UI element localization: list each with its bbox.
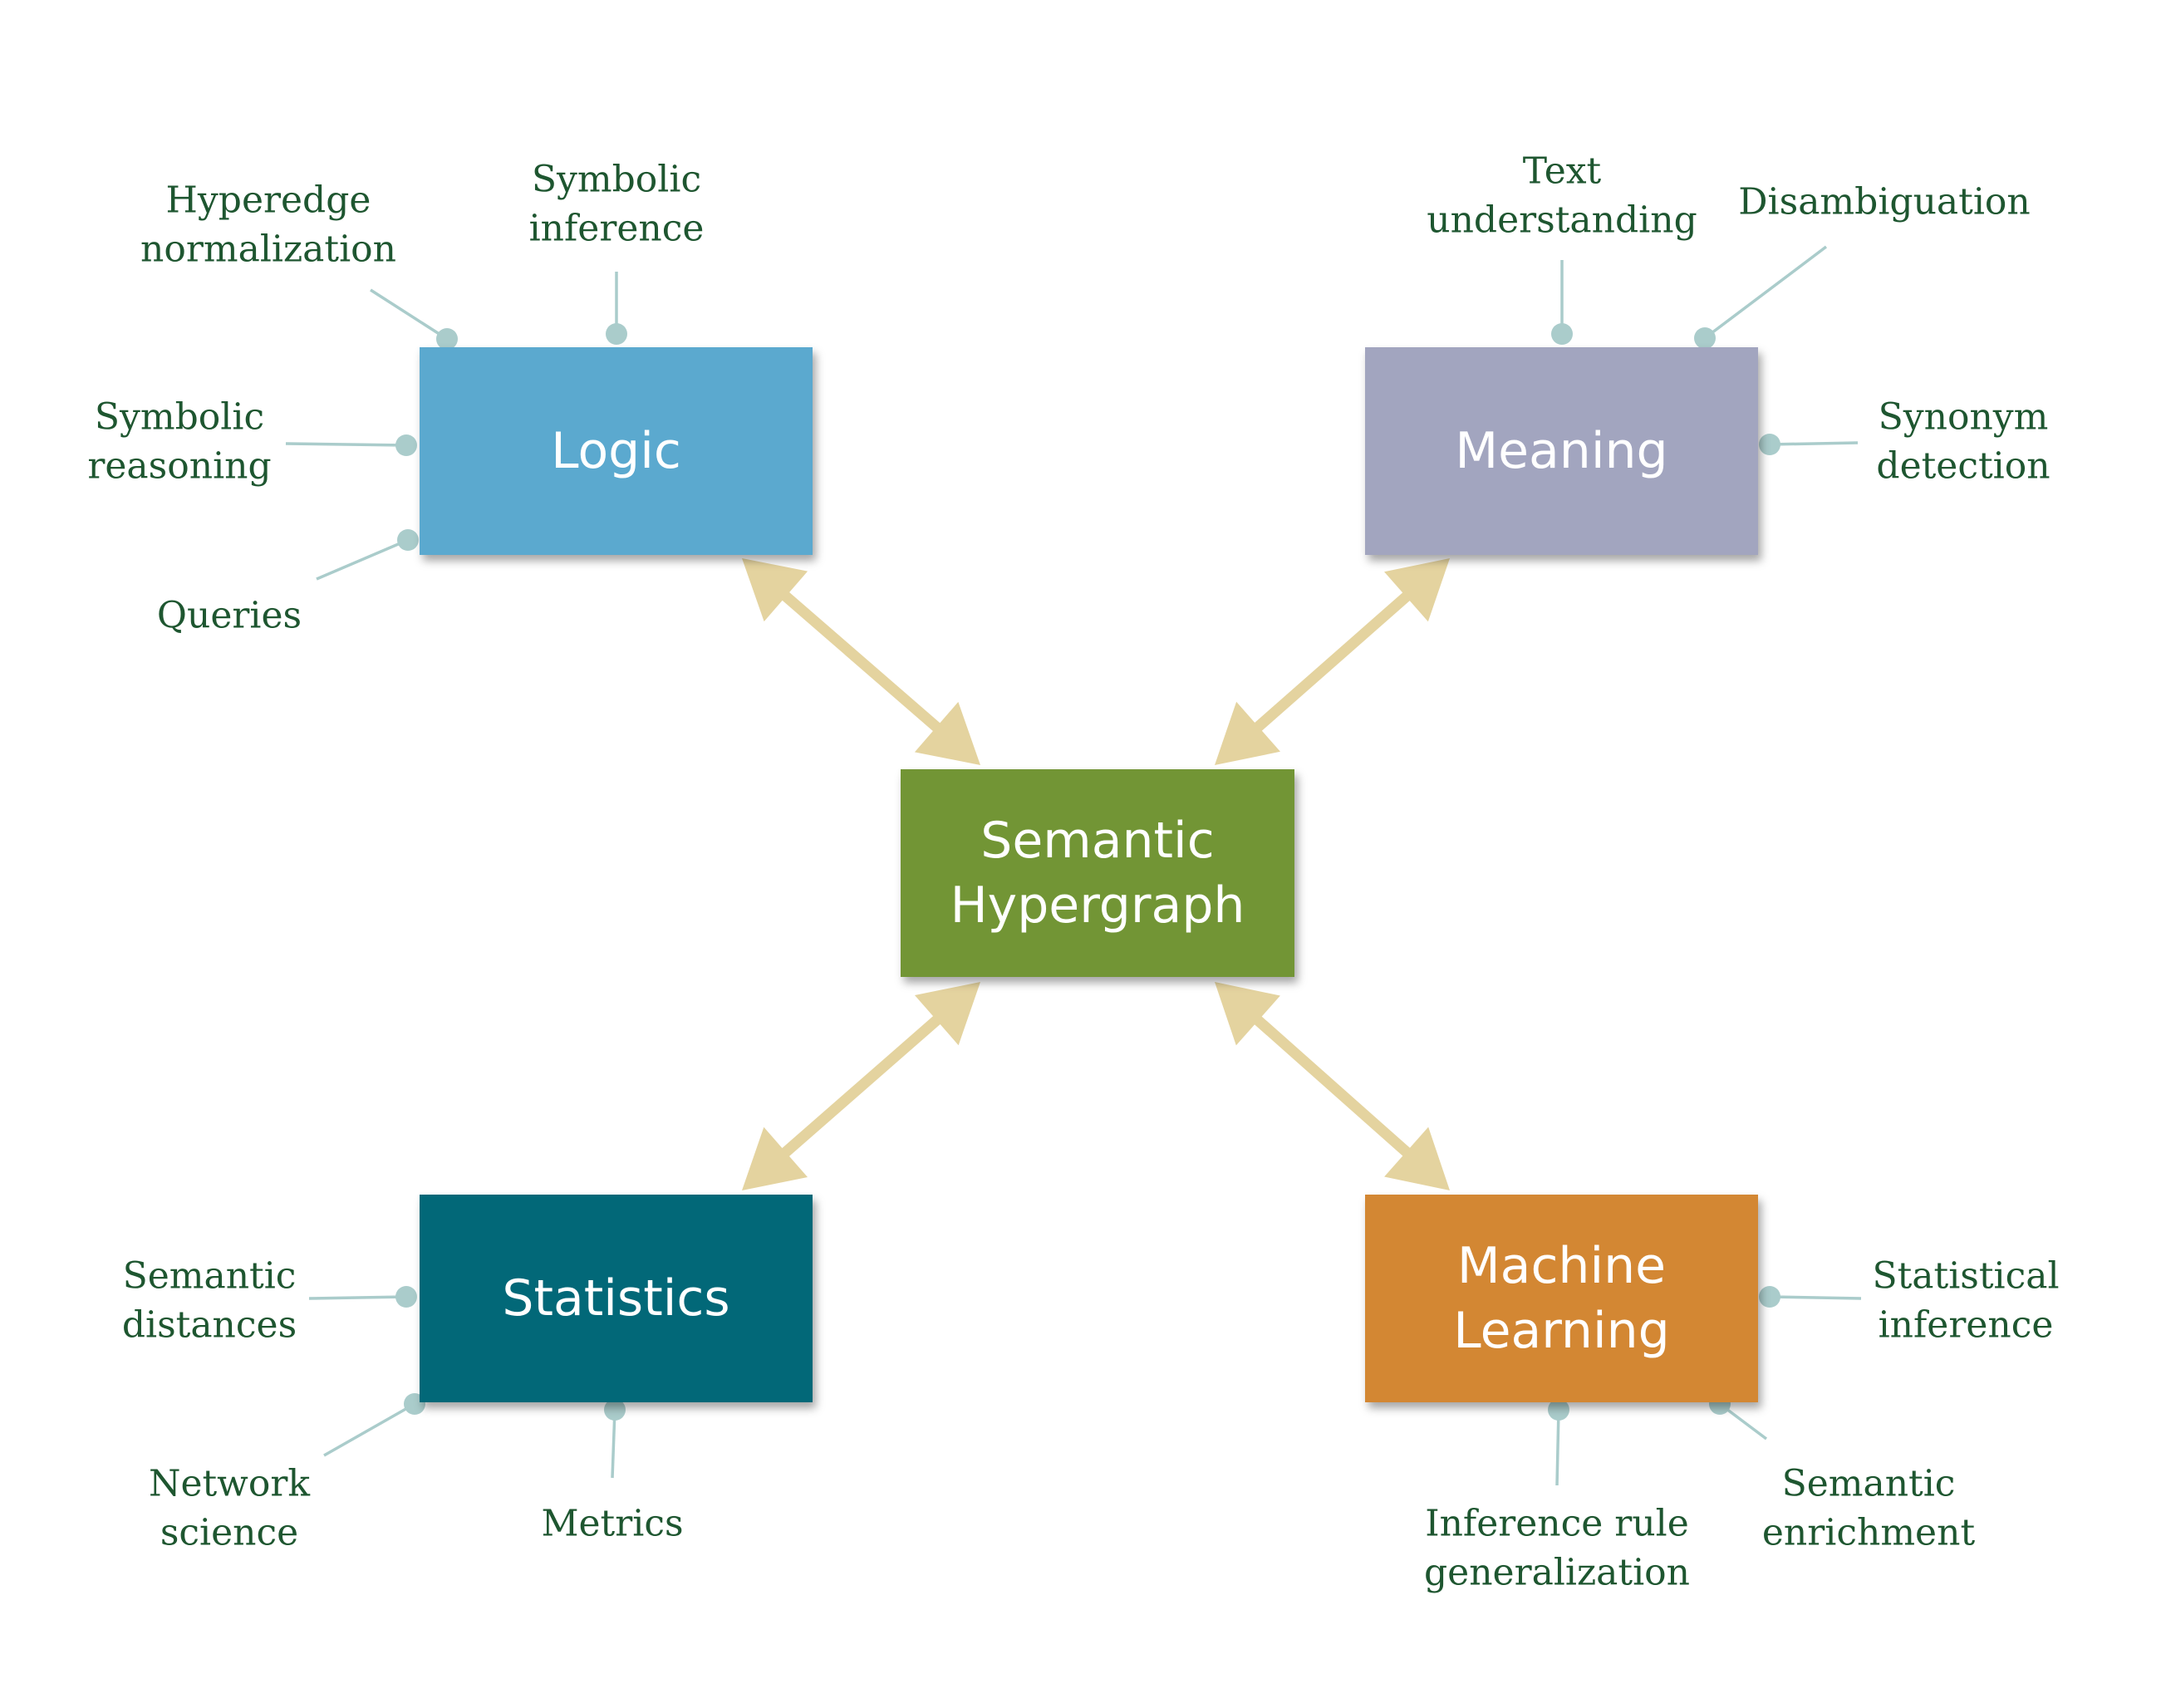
leader-hyperedge-normalization-line [370,288,448,341]
arrow-logic-center [742,558,980,765]
arrow-logic-center-head-start [742,558,808,622]
label-metrics: Metrics [541,1502,684,1545]
meaning-box: Meaning [1365,347,1758,555]
leader-hyperedge-normalization-dot [436,328,458,350]
arrow-center-machine-learning-head-start [1215,982,1280,1046]
arrow-logic-center-head-end [914,701,980,765]
arrow-meaning-center [1215,558,1450,765]
leader-statistical-inference-dot [1759,1286,1780,1308]
arrow-center-machine-learning [1215,982,1450,1190]
leader-metrics-line [611,1409,616,1479]
label-queries: Queries [156,594,302,637]
arrow-center-statistics [742,982,980,1190]
arrow-meaning-center-head-start [1384,558,1450,622]
leader-semantic-distances-line [308,1295,407,1300]
leader-symbolic-reasoning-line [285,442,407,447]
semantic-hypergraph-box: Semantic Hypergraph [901,769,1294,977]
leader-inference-rule-generalization-dot [1548,1399,1569,1421]
leader-network-science-line [323,1402,415,1457]
label-semantic-distances: Semantic distances [121,1254,297,1347]
statistics-box: Statistics [420,1195,813,1402]
label-symbolic-inference: Symbolic inference [528,158,705,250]
leader-queries-dot [397,529,419,551]
machine-learning-box: Machine Learning [1365,1195,1758,1402]
leader-metrics-dot [604,1399,626,1421]
leader-statistical-inference-line [1769,1295,1862,1300]
label-text-understanding: Text understanding [1427,150,1697,242]
arrow-meaning-center-shaft [1250,588,1415,735]
leader-inference-rule-generalization-line [1555,1409,1560,1486]
leader-symbolic-reasoning-dot [395,434,417,456]
leader-synonym-detection-line [1769,441,1859,446]
arrow-logic-center-shaft [777,587,945,736]
label-symbolic-reasoning: Symbolic reasoning [87,395,272,488]
leader-symbolic-inference-dot [606,323,627,345]
logic-box: Logic [420,347,813,555]
label-hyperedge-normalization: Hyperedge normalization [140,179,396,271]
leader-disambiguation-dot [1694,327,1716,349]
label-network-science: Network science [148,1462,311,1554]
arrow-center-machine-learning-shaft [1250,1012,1415,1161]
label-synonym-detection: Synonym detection [1876,395,2050,488]
leader-text-understanding-dot [1551,323,1573,345]
arrow-meaning-center-head-end [1215,701,1280,765]
arrow-center-statistics-shaft [777,1011,945,1161]
arrow-center-machine-learning-head-end [1384,1126,1450,1190]
leader-disambiguation-line [1703,245,1828,340]
label-inference-rule-generalization: Inference rule generalization [1424,1502,1690,1594]
arrows-group [742,558,1450,1190]
label-disambiguation: Disambiguation [1738,180,2031,223]
arrow-center-statistics-head-start [914,982,980,1046]
leader-semantic-distances-dot [395,1286,417,1308]
label-semantic-enrichment: Semantic enrichment [1761,1462,1976,1554]
label-statistical-inference: Statistical inference [1872,1254,2060,1347]
leader-synonym-detection-dot [1759,434,1780,455]
leader-queries-line [316,538,409,581]
arrow-center-statistics-head-end [742,1126,808,1190]
